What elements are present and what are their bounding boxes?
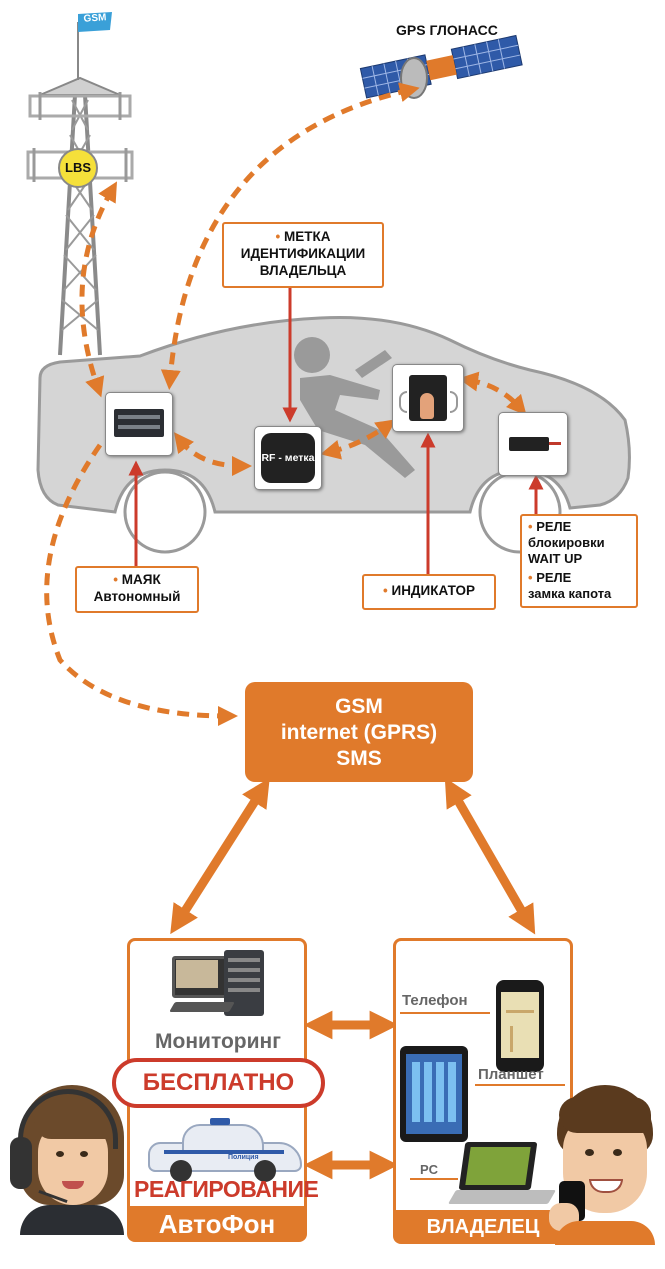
phone-underline xyxy=(400,1012,490,1014)
label-arrows xyxy=(128,284,544,574)
relay1-line-3: WAIT UP xyxy=(528,551,583,566)
relay1-line-1: РЕЛЕ xyxy=(536,519,572,534)
relay-label: • РЕЛЕ блокировки WAIT UP • РЕЛЕ замка к… xyxy=(520,514,638,608)
response-label: РЕАГИРОВАНИЕ xyxy=(134,1176,319,1202)
operator-avatar xyxy=(8,1085,138,1235)
owner-tag-label: • МЕТКА ИДЕНТИФИКАЦИИ ВЛАДЕЛЬЦА xyxy=(222,222,384,288)
smartphone-icon xyxy=(496,980,544,1072)
relay2-bullet: • xyxy=(528,570,533,585)
relay-device-icon xyxy=(498,412,568,476)
beacon-label: • МАЯК Автономный xyxy=(75,566,199,613)
network-arrows xyxy=(170,777,536,1180)
phone-label: Телефон xyxy=(402,992,468,1009)
indicator-bullet: • xyxy=(382,583,388,598)
rf-tag-text: RF - метка xyxy=(261,433,315,483)
gsm-network-box: GSM internet (GPRS) SMS xyxy=(245,682,473,782)
beacon-line-1: МАЯК xyxy=(121,572,161,587)
indicator-text: ИНДИКАТОР xyxy=(391,583,475,598)
relay2-line-2: замка капота xyxy=(528,586,612,601)
beacon-line-2: Автономный xyxy=(93,589,181,604)
gsm-flag-text: GSM xyxy=(83,12,107,25)
pc-underline xyxy=(410,1178,458,1180)
pc-label: PC xyxy=(420,1162,439,1177)
gsm-line-3: SMS xyxy=(336,747,382,770)
relay2-line-1: РЕЛЕ xyxy=(536,570,572,585)
beacon-bullet: • xyxy=(113,572,118,587)
tablet-icon xyxy=(400,1046,468,1142)
police-car-icon: Полиция xyxy=(148,1118,302,1182)
monitoring-label: Мониторинг xyxy=(155,1030,281,1053)
gsm-line-1: GSM xyxy=(335,695,383,718)
indicator-label: • ИНДИКАТОР xyxy=(362,574,496,610)
gsm-line-2: internet (GPRS) xyxy=(280,721,438,744)
owner-tag-line-2: ИДЕНТИФИКАЦИИ xyxy=(240,246,366,261)
police-car-text: Полиция xyxy=(228,1154,259,1161)
tablet-underline xyxy=(475,1084,565,1086)
server-computer-icon xyxy=(169,950,272,1030)
cell-tower-icon xyxy=(26,12,134,356)
beacon-device-icon xyxy=(105,392,173,456)
owner-avatar xyxy=(545,1085,663,1245)
indicator-device-icon xyxy=(392,364,464,432)
free-badge: БЕСПЛАТНО xyxy=(112,1058,325,1108)
lbs-badge: LBS xyxy=(65,160,91,175)
rf-tag-icon: RF - метка xyxy=(254,426,322,490)
owner-tag-line-3: ВЛАДЕЛЬЦА xyxy=(259,263,347,278)
tablet-label: Планшет xyxy=(478,1066,544,1083)
front-wheel-icon xyxy=(123,470,207,554)
satellite-icon xyxy=(359,34,523,99)
relay1-bullet: • xyxy=(528,519,533,534)
autofon-brand: АвтоФон xyxy=(127,1206,307,1242)
satellite-label: GPS ГЛОНАСС xyxy=(396,22,498,38)
owner-tag-bullet: • xyxy=(275,229,281,244)
owner-tag-line-1: МЕТКА xyxy=(284,229,331,244)
relay1-line-2: блокировки xyxy=(528,535,605,550)
owner-label: ВЛАДЕЛЕЦ xyxy=(393,1210,573,1244)
wireless-links xyxy=(44,82,527,726)
